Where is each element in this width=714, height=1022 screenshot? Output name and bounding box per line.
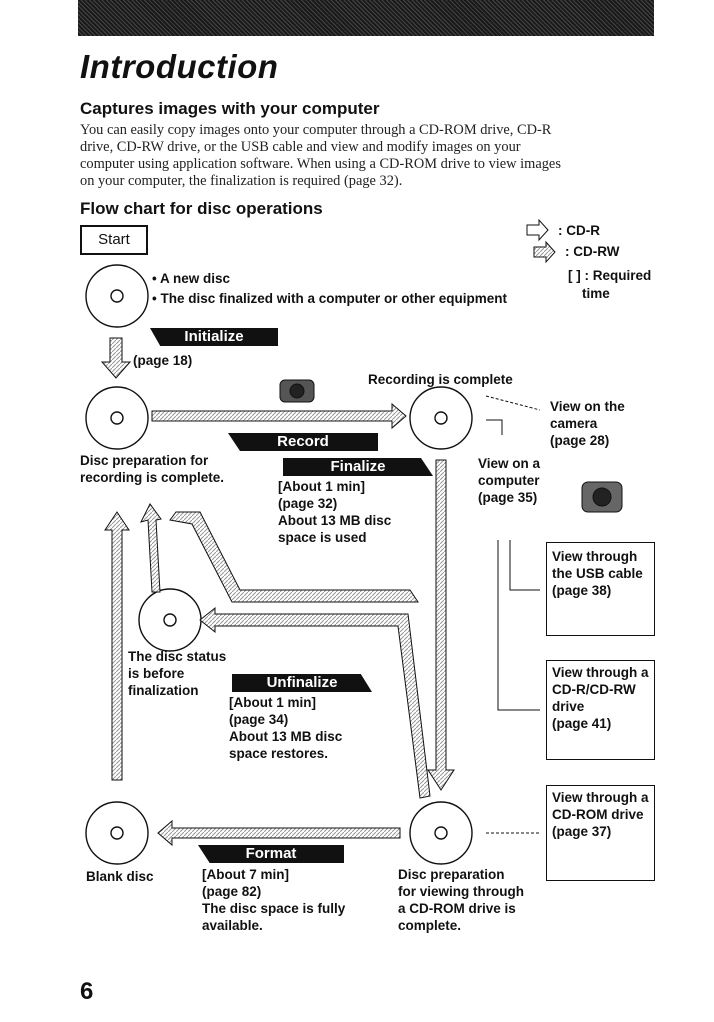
view-camera-line: (page 28) <box>550 433 610 448</box>
disc-icon-prepared <box>85 386 149 450</box>
unfinalize-detail-line: space restores. <box>229 746 329 761</box>
finalize-detail-line: About 13 MB disc <box>278 513 392 528</box>
view-camera-line: View on the <box>550 399 625 414</box>
cdrw-arrow-icon <box>533 240 556 264</box>
finalize-label: Finalize <box>283 458 433 476</box>
cdrom-line-text: View through a <box>552 790 649 805</box>
status-text: The disc status is before finalization <box>128 648 226 699</box>
cdr-line <box>497 540 540 711</box>
format-detail-line: available. <box>202 918 263 933</box>
intro-paragraph: You can easily copy images onto your com… <box>80 122 655 190</box>
status-line: is before <box>128 666 185 681</box>
format-details: [About 7 min] (page 82) The disc space i… <box>202 866 345 934</box>
format-detail-line: [About 7 min] <box>202 867 289 882</box>
intro-line: on your computer, the finalization is re… <box>80 173 403 189</box>
prep-cdrom-line: a CD-ROM drive is <box>398 901 516 916</box>
disc-icon-status <box>138 588 202 652</box>
view-computer-text: View on a computer (page 35) <box>478 455 540 506</box>
initialize-arrow <box>100 337 132 379</box>
disc-icon-start <box>85 264 149 328</box>
view-camera-line <box>485 395 541 411</box>
status-arrow-up-left <box>104 511 130 781</box>
cdr-line-text: CD-R/CD-RW <box>552 682 636 697</box>
disc-icon-recorded <box>409 386 473 450</box>
header-banner <box>78 0 654 36</box>
blank-disc-label: Blank disc <box>86 869 154 884</box>
start-bullet-new: • A new disc <box>152 271 230 286</box>
page-number: 6 <box>80 978 94 1005</box>
cdr-line-text: (page 41) <box>552 716 612 731</box>
recording-complete-label: Recording is complete <box>368 372 513 387</box>
page-title: Introduction <box>80 48 279 85</box>
usb-line-text: the USB cable <box>552 566 643 581</box>
unfinalize-label: Unfinalize <box>232 674 372 692</box>
view-computer-line: computer <box>478 473 540 488</box>
prep-cdrom-line: complete. <box>398 918 462 933</box>
intro-line: computer using application software. Whe… <box>80 156 561 172</box>
view-computer-line: (page 35) <box>478 490 538 505</box>
cdr-drive-box: View through a CD-R/CD-RW drive (page 41… <box>546 660 655 760</box>
initialize-page: (page 18) <box>133 353 193 368</box>
legend-required: [ ] : Required <box>568 268 652 283</box>
finalize-detail-line: (page 32) <box>278 496 338 511</box>
format-arrow <box>157 819 401 847</box>
status-arrow-diagonal <box>169 511 419 603</box>
prep-recording-line: recording is complete. <box>80 470 225 485</box>
unfinalize-detail-line: About 13 MB disc <box>229 729 343 744</box>
disc-icon-blank <box>85 801 149 865</box>
camera-hand-icon <box>581 481 623 513</box>
view-camera-text: View on the camera (page 28) <box>550 398 625 449</box>
usb-line-text: View through <box>552 549 638 564</box>
prep-cdrom-line: Disc preparation <box>398 867 505 882</box>
finalize-arrow <box>427 459 455 791</box>
camera-icon <box>279 379 315 403</box>
legend-cdrw: : CD-RW <box>565 244 620 259</box>
finalize-detail-line: space is used <box>278 530 367 545</box>
usb-line-text: (page 38) <box>552 583 612 598</box>
cdr-line-text: drive <box>552 699 585 714</box>
cdrom-line-text: CD-ROM drive <box>552 807 644 822</box>
legend-cdr: : CD-R <box>558 223 600 238</box>
view-computer-line <box>486 419 503 435</box>
section-heading-capture: Captures images with your computer <box>80 99 380 118</box>
status-line: The disc status <box>128 649 227 664</box>
status-arrow-up-mid <box>140 503 162 593</box>
start-box: Start <box>80 225 148 255</box>
format-detail-line: (page 82) <box>202 884 262 899</box>
status-line: finalization <box>128 683 199 698</box>
cdr-line-text: View through a <box>552 665 649 680</box>
unfinalize-details: [About 1 min] (page 34) About 13 MB disc… <box>229 694 342 762</box>
start-bullet-finalized: • The disc finalized with a computer or … <box>152 291 508 306</box>
finalize-detail-line: [About 1 min] <box>278 479 365 494</box>
prep-recording-line: Disc preparation for <box>80 453 209 468</box>
cdr-arrow-icon <box>526 218 549 242</box>
record-label: Record <box>228 433 378 451</box>
record-arrow <box>151 402 407 430</box>
prep-cdrom-text: Disc preparation for viewing through a C… <box>398 866 524 934</box>
format-detail-line: The disc space is fully <box>202 901 346 916</box>
disc-icon-finalized <box>409 801 473 865</box>
unfinalize-detail-line: (page 34) <box>229 712 289 727</box>
prep-cdrom-line: for viewing through <box>398 884 524 899</box>
cdrom-line-text: (page 37) <box>552 824 612 839</box>
initialize-label: Initialize <box>150 328 278 346</box>
usb-box: View through the USB cable (page 38) <box>546 542 655 636</box>
intro-line: drive, CD-RW drive, or the USB cable and… <box>80 139 521 155</box>
prep-recording-text: Disc preparation for recording is comple… <box>80 452 224 486</box>
legend-time: time <box>582 286 610 301</box>
intro-line: You can easily copy images onto your com… <box>80 122 552 138</box>
unfinalize-detail-line: [About 1 min] <box>229 695 316 710</box>
view-camera-line: camera <box>550 416 598 431</box>
usb-line <box>509 540 540 591</box>
unfinalize-arrow <box>199 606 431 799</box>
finalize-details: [About 1 min] (page 32) About 13 MB disc… <box>278 478 391 546</box>
cdrom-drive-box: View through a CD-ROM drive (page 37) <box>546 785 655 881</box>
section-heading-flow: Flow chart for disc operations <box>80 199 323 218</box>
format-label: Format <box>198 845 344 863</box>
view-computer-line: View on a <box>478 456 541 471</box>
